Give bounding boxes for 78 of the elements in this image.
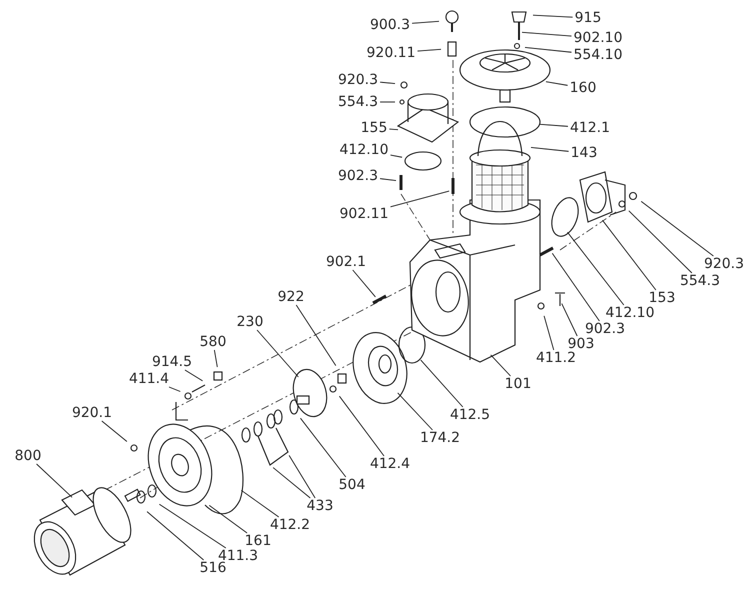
leader-line <box>390 154 403 158</box>
callout-number: 153 <box>648 291 676 305</box>
callout-number: 554.10 <box>574 48 622 62</box>
leader-line <box>561 303 578 336</box>
leader-line <box>540 124 568 127</box>
leader-line <box>158 504 226 548</box>
callout-number: 922 <box>278 290 304 304</box>
callout-number: 800 <box>14 449 42 463</box>
leader-line <box>380 82 396 84</box>
callout-number: 411.3 <box>218 549 258 563</box>
callout-number: 920.11 <box>366 46 416 60</box>
leader-line <box>628 210 692 274</box>
leader-line <box>338 396 384 456</box>
callout-number: 230 <box>236 315 264 329</box>
leader-line <box>530 146 570 152</box>
leader-line <box>388 128 398 130</box>
leader-line <box>101 420 128 442</box>
leader-line <box>397 392 433 430</box>
leader-line <box>567 232 624 306</box>
callout-number: 412.10 <box>340 143 388 157</box>
callout-number: 900.3 <box>370 18 410 32</box>
leader-line <box>272 467 311 498</box>
leader-line <box>524 46 572 53</box>
callout-number: 143 <box>570 146 598 160</box>
leader-line <box>532 14 574 18</box>
leader-line <box>490 354 511 376</box>
leader-line <box>240 490 280 518</box>
leader-line <box>146 511 204 560</box>
leader-line <box>546 81 568 86</box>
callout-number: 914.5 <box>152 355 192 369</box>
leader-line <box>168 386 181 392</box>
leader-line <box>300 418 346 478</box>
leader-line <box>214 350 218 368</box>
callout-number: 920.1 <box>72 406 112 420</box>
callout-number: 412.5 <box>450 408 490 422</box>
leader-line <box>296 304 336 366</box>
callout-number: 903 <box>568 337 594 351</box>
callout-number: 920.3 <box>338 73 378 87</box>
leader-line <box>352 270 376 298</box>
leader-line <box>420 360 464 408</box>
callout-number: 554.3 <box>680 274 720 288</box>
leader-line <box>522 32 572 36</box>
leader-line <box>184 370 204 382</box>
callout-number: 412.1 <box>570 121 610 135</box>
leader-line <box>417 48 442 52</box>
callout-number: 902.3 <box>338 169 378 183</box>
callout-number: 902.11 <box>340 207 388 221</box>
callout-number: 411.2 <box>536 351 576 365</box>
leader-line <box>412 20 440 24</box>
callout-number: 516 <box>200 561 226 575</box>
callout-number: 902.10 <box>574 31 622 45</box>
callout-number: 411.4 <box>128 372 170 386</box>
callout-number: 412.10 <box>606 306 654 320</box>
leader-line <box>602 220 656 290</box>
leader-line <box>256 330 299 378</box>
leader-line <box>544 315 554 350</box>
leader-line <box>208 504 248 534</box>
leader-line <box>390 190 450 208</box>
callout-number: 902.1 <box>326 255 366 269</box>
callout-number: 412.2 <box>270 518 310 532</box>
callout-number: 412.4 <box>370 457 410 471</box>
leader-line <box>640 200 714 256</box>
callout-number: 101 <box>504 377 532 391</box>
leader-line <box>380 178 396 181</box>
callout-number: 160 <box>570 81 596 95</box>
callout-number: 433 <box>306 499 334 513</box>
callout-number: 915 <box>574 11 602 25</box>
callout-number: 920.3 <box>704 257 744 271</box>
callout-number: 174.2 <box>420 431 460 445</box>
callout-number: 155 <box>360 121 388 135</box>
leader-line <box>288 454 316 498</box>
callout-number: 902.3 <box>584 322 626 336</box>
leader-line <box>36 464 73 498</box>
leader-line <box>552 252 600 322</box>
callout-number: 580 <box>200 335 226 349</box>
callout-number: 554.3 <box>338 95 378 109</box>
callout-number: 161 <box>244 534 272 548</box>
callout-number: 504 <box>338 478 366 492</box>
